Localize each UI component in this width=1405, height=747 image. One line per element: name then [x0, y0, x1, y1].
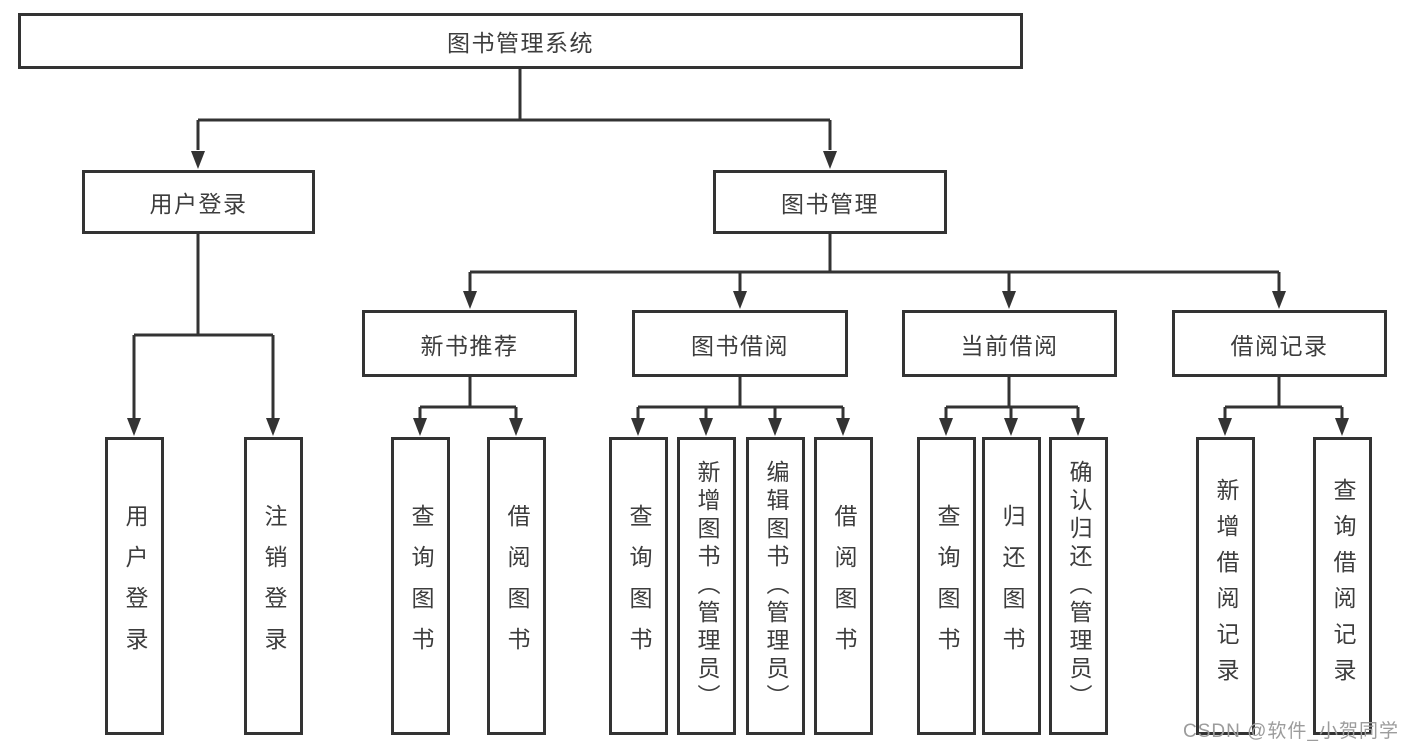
leaf-current-return: 归还图书: [982, 437, 1041, 735]
leaf-user-login-label: 用户登录: [122, 504, 148, 668]
node-user-login-label: 用户登录: [149, 191, 248, 217]
leaf-records-add: 新增借阅记录: [1196, 437, 1255, 735]
leaf-borrow-add-admin: 新增图书（管理员）: [677, 437, 736, 735]
leaf-current-query-label: 查询图书: [934, 504, 960, 668]
leaf-records-add-label: 新增借阅记录: [1213, 478, 1239, 694]
leaf-borrow-query-label: 查询图书: [626, 504, 652, 668]
connector-user-login-to-leaves: [127, 234, 280, 436]
node-root-label: 图书管理系统: [447, 30, 594, 56]
leaf-current-return-label: 归还图书: [999, 504, 1025, 668]
connector-root-to-level2: [191, 69, 837, 169]
node-current-borrow: 当前借阅: [902, 310, 1117, 377]
node-book-borrow-label: 图书借阅: [691, 332, 789, 359]
leaf-newbooks-borrow-label: 借阅图书: [504, 504, 530, 668]
leaf-borrow-add-admin-label: 新增图书（管理员）: [694, 460, 720, 712]
node-current-borrow-label: 当前借阅: [960, 332, 1059, 359]
leaf-records-query: 查询借阅记录: [1313, 437, 1372, 735]
watermark: CSDN @软件_小贺同学: [1183, 721, 1399, 742]
leaf-current-query: 查询图书: [917, 437, 976, 735]
connector-book-mgmt-to-level3: [463, 234, 1286, 309]
leaf-logout: 注销登录: [244, 437, 303, 735]
node-root: 图书管理系统: [18, 13, 1023, 69]
connector-borrow-to-leaves: [631, 377, 850, 436]
leaf-borrow-edit-admin-label: 编辑图书（管理员）: [763, 460, 789, 712]
connector-current-to-leaves: [939, 377, 1085, 436]
node-new-book-recommend: 新书推荐: [362, 310, 577, 377]
node-book-management-label: 图书管理: [781, 191, 879, 217]
leaf-records-query-label: 查询借阅记录: [1330, 478, 1356, 694]
leaf-borrow-borrow-label: 借阅图书: [831, 504, 857, 668]
node-book-borrow: 图书借阅: [632, 310, 848, 377]
connector-new-books-to-leaves: [413, 377, 523, 436]
node-new-book-recommend-label: 新书推荐: [420, 332, 519, 359]
leaf-current-confirm-admin-label: 确认归还（管理员）: [1066, 460, 1092, 712]
leaf-user-login: 用户登录: [105, 437, 164, 735]
connector-records-to-leaves: [1218, 377, 1349, 436]
leaf-logout-label: 注销登录: [261, 504, 287, 668]
leaf-borrow-borrow: 借阅图书: [814, 437, 873, 735]
leaf-current-confirm-admin: 确认归还（管理员）: [1049, 437, 1108, 735]
leaf-newbooks-query: 查询图书: [391, 437, 450, 735]
leaf-borrow-query: 查询图书: [609, 437, 668, 735]
node-book-management: 图书管理: [713, 170, 947, 234]
leaf-borrow-edit-admin: 编辑图书（管理员）: [746, 437, 805, 735]
leaf-newbooks-query-label: 查询图书: [408, 504, 434, 668]
node-borrow-records: 借阅记录: [1172, 310, 1387, 377]
leaf-newbooks-borrow: 借阅图书: [487, 437, 546, 735]
node-borrow-records-label: 借阅记录: [1230, 332, 1329, 359]
node-user-login: 用户登录: [82, 170, 315, 234]
